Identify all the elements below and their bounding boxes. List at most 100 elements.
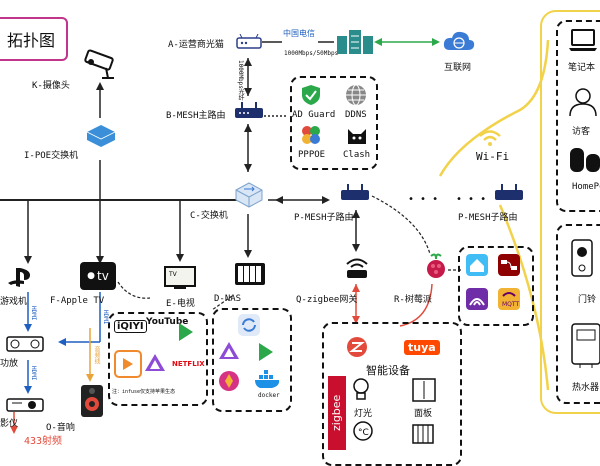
light-bulb-icon	[352, 378, 370, 402]
node-red-icon	[498, 254, 520, 276]
service-adguard: AD Guard	[292, 110, 336, 120]
docker-icon	[254, 368, 282, 392]
infuse-note: 注：infuse仅支持苹果生态	[112, 389, 176, 395]
raspberry-label: R-树莓派	[394, 295, 432, 305]
docker-label: docker	[258, 392, 280, 399]
infuse-app	[114, 350, 142, 378]
smart-devices-label: 智能设备	[366, 364, 410, 377]
mesh-router-icon-2[interactable]	[494, 184, 524, 204]
projector-icon[interactable]	[6, 396, 44, 414]
svg-text:°C: °C	[358, 428, 369, 438]
tv-icon[interactable]: TV	[164, 266, 196, 290]
water-heater-icon	[570, 322, 600, 368]
server-icon	[336, 28, 374, 56]
plex-icon-2	[176, 322, 196, 342]
hdmi-label-2: HDMI	[102, 310, 109, 325]
shield-icon	[300, 84, 322, 106]
user-icon	[568, 86, 598, 118]
hdmi-label-1: HDMI	[30, 306, 37, 321]
raspberry-services-box	[458, 246, 534, 326]
rf-label: 433射频	[24, 436, 63, 447]
sub-router-label-2: P-MESH子路由	[458, 213, 518, 223]
sync-icon	[238, 314, 260, 336]
doorbell-icon	[570, 238, 594, 278]
zigbee-gateway-icon[interactable]	[344, 254, 370, 280]
ellipsis-2: • • •	[456, 194, 487, 205]
laptop-label: 笔记本	[568, 63, 596, 73]
router-services-box	[290, 76, 378, 170]
wireless-clients-box	[540, 10, 600, 414]
wifi-clients-box	[556, 20, 600, 212]
cloud-icon	[442, 28, 476, 54]
homebridge-icon	[466, 288, 488, 310]
sub-router-label: P-MESH子路由	[294, 213, 354, 223]
streaming-apps-box	[108, 312, 208, 406]
iqiyi-app: iQIYI	[114, 320, 147, 333]
smart-home-clients-box	[556, 224, 600, 404]
main-router-label: B-MESH主路由	[166, 111, 226, 121]
audio-cable-label: 音频线	[93, 346, 100, 364]
service-pppoe: PPPOE	[298, 150, 326, 160]
amplifier-icon[interactable]	[6, 334, 44, 354]
pppoe-icon	[300, 124, 322, 146]
modem-label: A-运营商光猫	[168, 40, 224, 50]
modem-icon[interactable]	[236, 33, 262, 50]
raspberry-pi-icon[interactable]	[424, 252, 448, 280]
router-icon[interactable]	[234, 102, 264, 122]
sonarr-icon	[218, 370, 240, 392]
light-label: 灯光	[354, 409, 373, 419]
nas-icon[interactable]	[234, 262, 266, 286]
carrier-speed: 1000Mbps/50Mbps	[284, 50, 339, 57]
poe-switch-icon[interactable]	[84, 122, 118, 148]
zigbee-vertical-label: zigbee	[328, 376, 346, 450]
curtain-icon	[412, 424, 434, 444]
heater-label: 热水器	[572, 383, 600, 393]
home-assistant-icon	[466, 254, 488, 276]
service-ddns: DDNS	[345, 110, 367, 120]
mesh-router-icon[interactable]	[340, 184, 370, 204]
switch-label: C-交换机	[190, 211, 228, 221]
globe-icon	[345, 84, 367, 106]
apple-tv-label: F-Apple TV	[50, 296, 105, 306]
apple-tv-icon[interactable]: ●tv	[80, 262, 116, 290]
switch-icon[interactable]	[232, 180, 266, 210]
wifi-icon	[478, 128, 502, 148]
jellyfin-icon-2	[144, 352, 166, 374]
wall-panel-icon	[412, 378, 436, 402]
game-label: 游戏机	[0, 297, 28, 307]
diagram-title: 拓扑图	[0, 17, 68, 61]
jellyfin-icon	[218, 340, 240, 362]
netflix-app: NETFLIX	[172, 360, 205, 368]
speaker-label: O-音响	[46, 423, 75, 433]
service-clash: Clash	[343, 150, 371, 160]
infuse-icon	[123, 358, 133, 370]
hdmi-label-3: HDMI	[30, 366, 37, 381]
panel-label: 面板	[414, 409, 433, 419]
ellipsis-1: • • •	[408, 194, 439, 205]
visitor-label: 访客	[572, 127, 591, 137]
apple-logo-icon: ●	[87, 271, 96, 281]
plex-icon	[256, 342, 276, 362]
cat-icon	[346, 124, 368, 146]
tuya-logo: tuya	[404, 340, 440, 355]
laptop-icon	[568, 28, 598, 52]
doorbell-label: 门铃	[578, 295, 597, 305]
zigbee-gateway-label: Q-zigbee网关	[296, 295, 358, 305]
internet-label: 互联网	[444, 63, 472, 73]
wifi-label: Wi-Fi	[476, 150, 510, 163]
nas-apps-box	[212, 308, 292, 412]
connection-lines	[0, 38, 550, 434]
homepod-label: HomePod	[572, 182, 600, 192]
speaker-icon[interactable]	[80, 384, 104, 418]
svg-text:TV: TV	[168, 271, 178, 278]
thermometer-icon: °C	[352, 420, 374, 442]
projector-label: 影仪	[0, 419, 19, 429]
zigbee-logo-icon	[346, 336, 368, 358]
fiber-speed-label: 1000Mbps光纤	[237, 60, 244, 101]
nas-label: D-NAS	[214, 294, 242, 304]
camera-icon	[82, 48, 118, 80]
mqtt-icon: MQTT	[498, 288, 520, 310]
poe-switch-label: I-POE交换机	[24, 151, 79, 161]
amp-label: 功放	[0, 359, 19, 369]
playstation-icon[interactable]	[6, 266, 40, 290]
